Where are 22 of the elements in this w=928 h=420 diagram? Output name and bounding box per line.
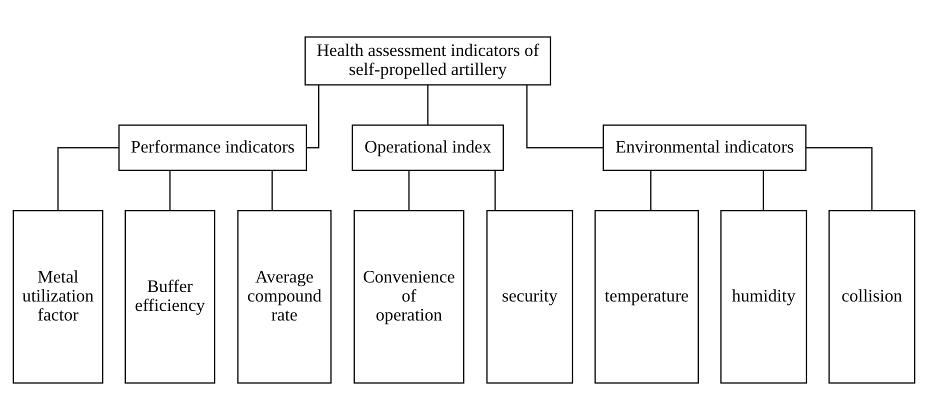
node-box: temperature xyxy=(594,210,699,384)
connector xyxy=(806,147,873,211)
node-box: Average compound rate xyxy=(237,210,332,384)
connector xyxy=(57,147,119,211)
node-box: security xyxy=(486,210,574,384)
node-box: Convenience of operation xyxy=(354,210,464,384)
connector xyxy=(762,170,764,210)
connector xyxy=(427,85,428,125)
connector xyxy=(169,170,171,210)
connector xyxy=(272,170,273,210)
node-box: Health assessment indicators of self-propelled artillery xyxy=(304,36,552,86)
node-box: Metal utilization factor xyxy=(12,210,104,384)
connector xyxy=(408,170,410,210)
connector xyxy=(494,170,496,210)
node-box: Environmental indicators xyxy=(602,124,806,171)
connector xyxy=(526,85,604,148)
node-box: Buffer efficiency xyxy=(124,210,216,384)
node-box: Performance indicators xyxy=(118,124,308,171)
node-box: humidity xyxy=(720,210,808,384)
node-box: collision xyxy=(828,210,916,384)
connector xyxy=(650,170,652,210)
node-box: Operational index xyxy=(352,124,504,171)
